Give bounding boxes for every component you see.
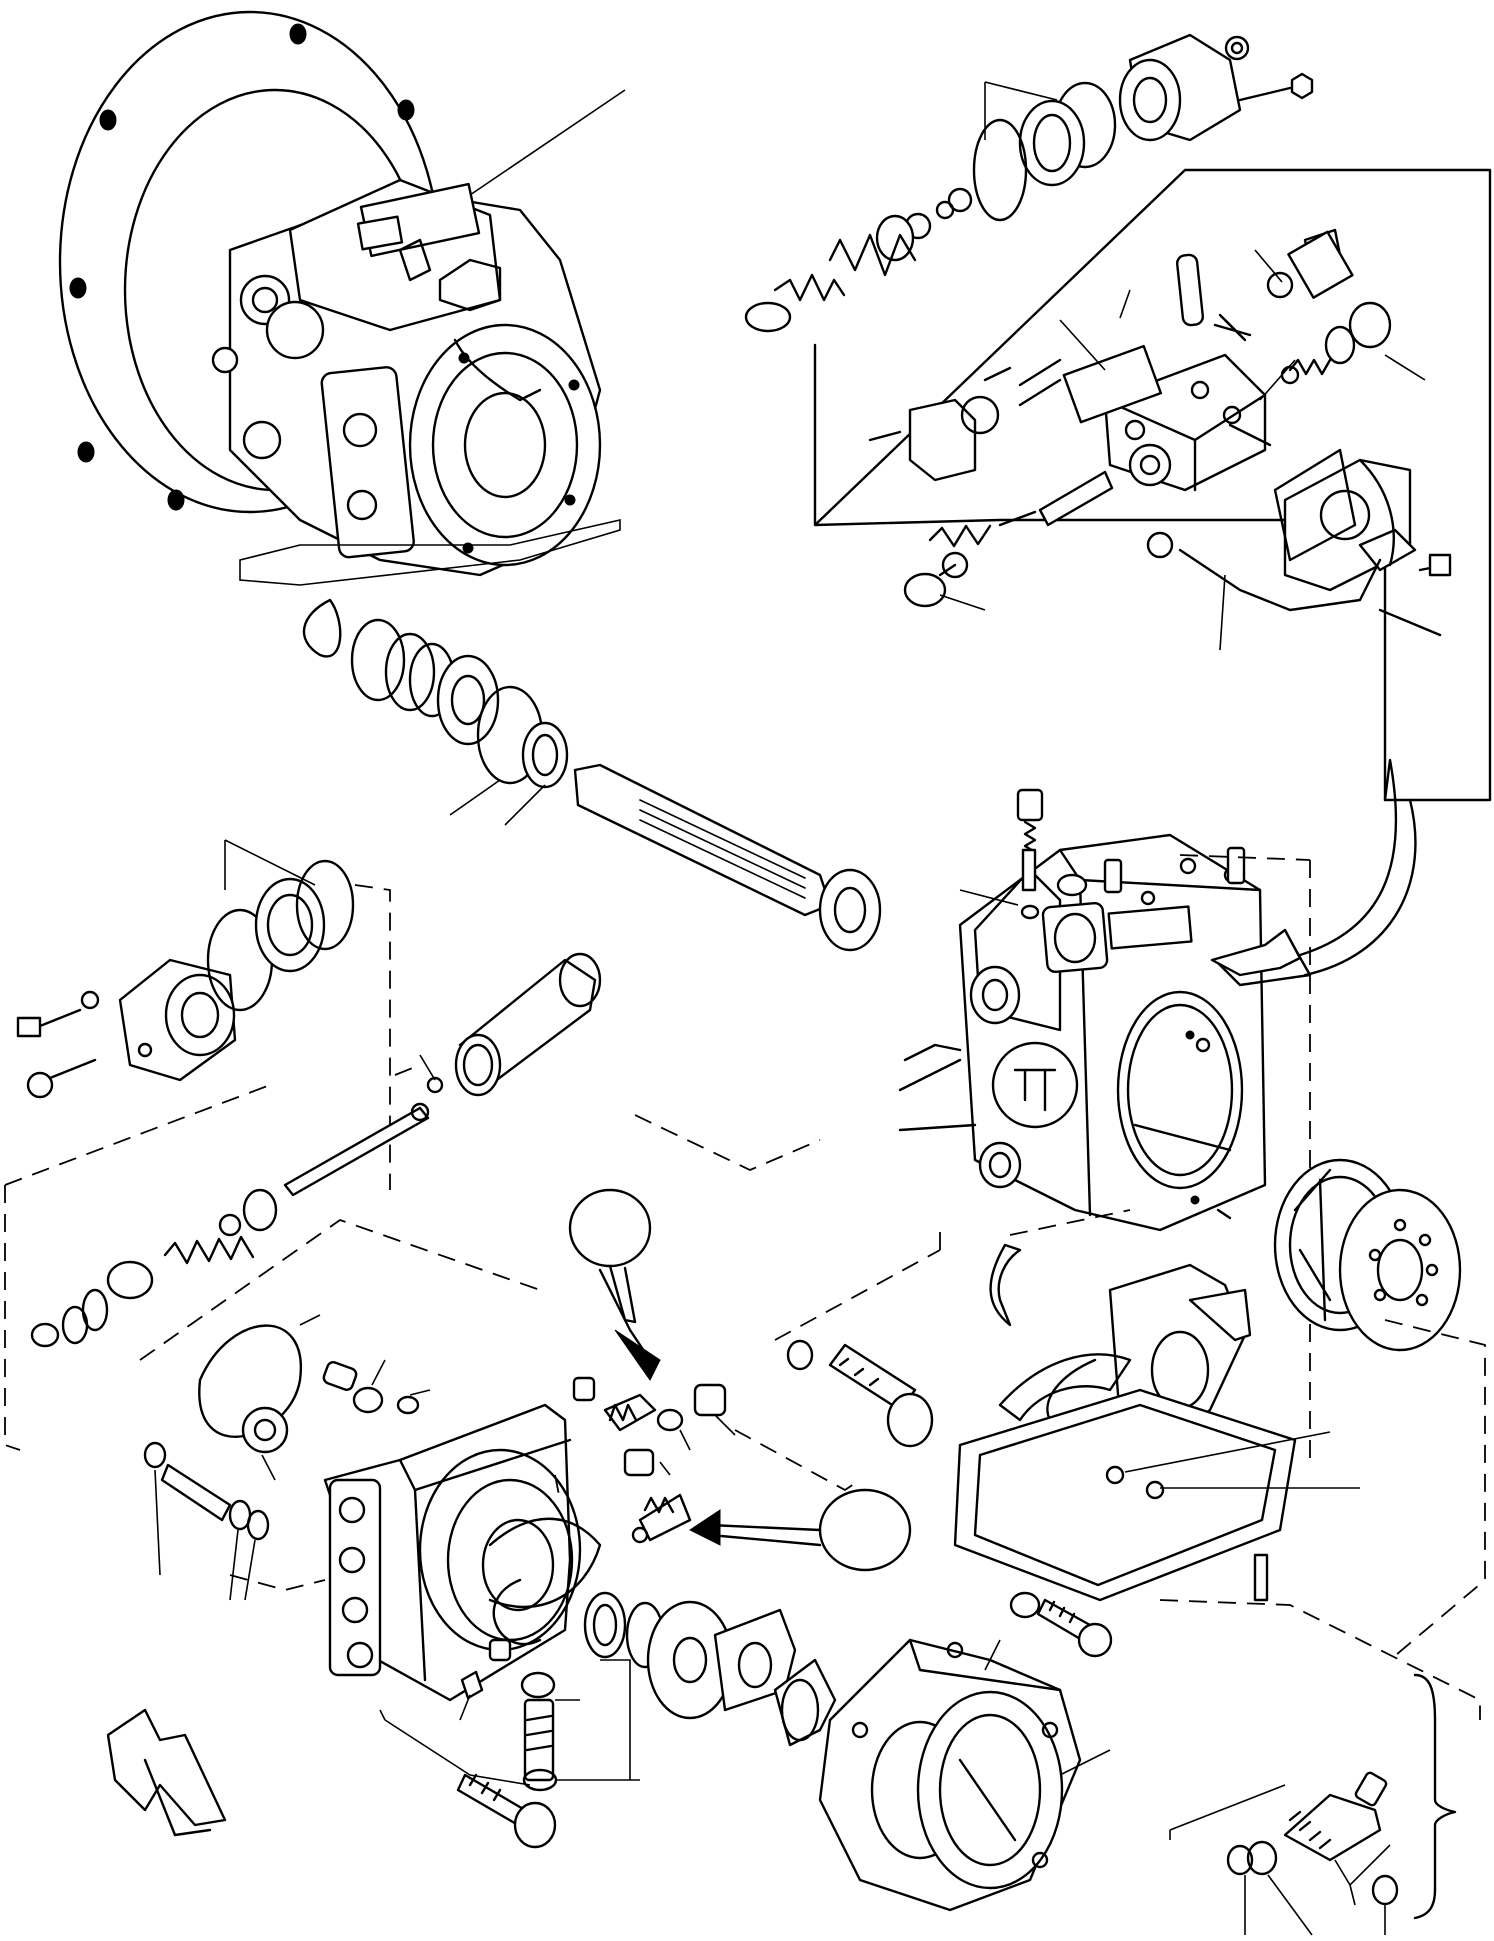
drive-shaft [573,763,882,952]
front-flange-cover [818,1638,1082,1912]
regulator-valve [868,228,1452,637]
gasket-plate [953,1353,1297,1602]
cylinder-block [1273,1158,1462,1352]
control-spool [30,1102,430,1348]
shaft-seal-group [302,598,569,789]
end-cover-pin [143,1441,270,1541]
end-cover [198,1324,582,1702]
callout-balloon-upper [568,1188,661,1381]
front-direction-arrow-icon [106,1708,227,1837]
pump-assembly [58,10,602,577]
regulator-frame [813,168,1492,802]
main-housing [898,833,1267,1232]
valve-plate-group [583,1591,837,1747]
top-coupling-group [744,33,1314,333]
housing-plugs [1016,788,1246,920]
end-cover-fittings [572,1376,727,1544]
left-coupling-group [16,859,355,1099]
cartridge-valve-group [1226,1673,1457,1920]
callout-balloon-lower [689,1488,912,1572]
